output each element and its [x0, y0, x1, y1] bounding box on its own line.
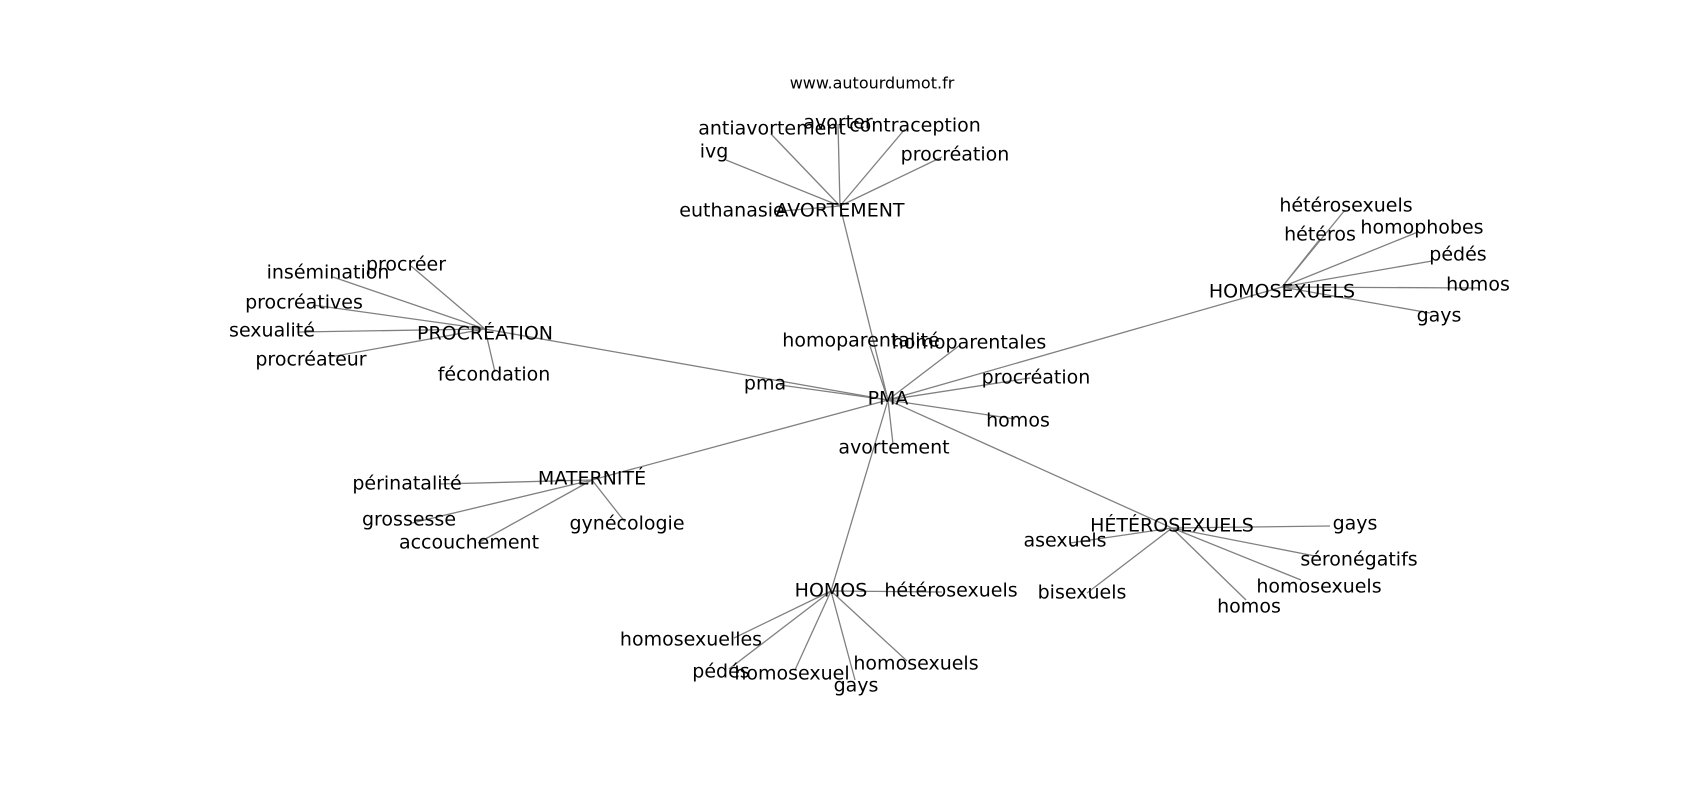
leaf-node-procreation: procréation [901, 144, 1010, 166]
edge-homosexuels-hub-heteros [1281, 238, 1321, 288]
hub-node-maternite: MATERNITÉ [538, 467, 646, 490]
edge-procreation-hub-sexualite [298, 328, 486, 333]
leaf-node-homosexuels: homosexuels [853, 653, 978, 675]
leaf-node-homophobes: homophobes [1360, 217, 1483, 239]
leaf-node-heteros: hétéros [1284, 224, 1356, 246]
edge-homos-hub-homosexuelles [733, 590, 832, 639]
edge-maternite-hub-grossesse [411, 479, 593, 524]
edge-center-heterosexuels-hub [887, 399, 1173, 529]
edge-center-homoparentalite [869, 345, 889, 401]
leaf-node-homosexuelles: homosexuelles [620, 629, 762, 651]
edge-maternite-hub-gynecologie [591, 479, 626, 523]
hub-node-heterosexuels: HÉTÉROSEXUELS [1090, 514, 1254, 537]
leaf-node-contraception: contraception [849, 115, 981, 137]
edge-homosexuels-hub-homophobes [1281, 231, 1419, 288]
edge-procreation-hub-procreatives [312, 304, 486, 330]
leaf-node-seronegatifs: séronégatifs [1300, 549, 1417, 571]
edge-heterosexuels-hub-asexuels [1069, 527, 1173, 544]
leaf-node-homoparentales: homoparentales [892, 332, 1047, 354]
edge-maternite-hub-accouchement [477, 479, 593, 544]
hub-node-procreation: PROCRÉATION [417, 322, 553, 345]
edge-center-procreation-hub [484, 328, 889, 401]
leaf-node-avorter: avorter [803, 112, 872, 134]
leaf-node-homosexuels: homosexuels [1256, 576, 1381, 598]
leaf-node-pma: pma [744, 373, 786, 395]
edge-avortement-hub-antiavortement [770, 133, 841, 207]
leaf-node-accouchement: accouchement [399, 532, 539, 554]
leaf-node-perinatalite: périnatalité [352, 473, 461, 495]
leaf-node-bisexuels: bisexuels [1038, 582, 1127, 604]
edge-homos-hub-gays [830, 590, 856, 681]
edge-heterosexuels-hub-seronegatifs [1171, 527, 1321, 558]
leaf-node-insemination: insémination [267, 262, 390, 284]
hub-node-homos: HOMOS [795, 580, 868, 602]
edge-procreation-hub-procreateur [329, 328, 486, 358]
edge-center-homos [887, 399, 1016, 420]
edge-center-homos-hub [830, 399, 889, 592]
leaf-node-gynecologie: gynécologie [569, 513, 684, 535]
leaf-node-sexualite: sexualité [229, 320, 315, 342]
leaf-node-homos: homos [986, 410, 1050, 432]
edge-homosexuels-hub-homos [1281, 286, 1480, 289]
leaf-node-gays: gays [1417, 305, 1462, 327]
edge-avortement-hub-procreation [839, 156, 943, 207]
leaf-node-asexuels: asexuels [1023, 530, 1106, 552]
leaf-node-homoparentalite: homoparentalité [782, 330, 939, 352]
edge-avortement-hub-avorter [837, 123, 841, 207]
edge-avortement-hub-contraception [839, 128, 906, 207]
edge-heterosexuels-hub-homosexuels [1171, 527, 1302, 581]
edge-maternite-hub-perinatalite [439, 479, 593, 485]
leaf-node-procreatives: procréatives [245, 292, 363, 314]
leaf-node-ivg: ivg [700, 141, 729, 163]
edge-heterosexuels-hub-gays [1171, 525, 1331, 529]
edge-avortement-hub-ivg [725, 159, 841, 207]
edge-center-pma [779, 384, 889, 401]
leaf-node-pedes: pédés [1429, 244, 1486, 266]
edge-center-maternite-hub [591, 399, 889, 481]
leaf-node-homos: homos [1446, 274, 1510, 296]
center-node: PMA [868, 388, 909, 410]
leaf-node-procreer: procréer [366, 254, 446, 276]
edge-procreation-hub-fecondation [484, 328, 496, 373]
edge-center-homosexuels-hub [887, 286, 1283, 401]
leaf-node-euthanasie: euthanasie [679, 200, 784, 222]
edge-homos-hub-homosexuel [794, 590, 832, 671]
leaf-node-pedes: pédés [692, 661, 749, 683]
edge-heterosexuels-hub-bisexuels [1086, 527, 1173, 594]
leaf-node-gays: gays [834, 675, 879, 697]
edge-homos-hub-heterosexuels [830, 590, 943, 593]
edge-center-avortement [887, 399, 894, 445]
leaf-node-avortement: avortement [838, 437, 949, 459]
leaf-node-antiavortement: antiavortement [698, 118, 846, 140]
edge-homosexuels-hub-pedes [1281, 260, 1433, 288]
edge-avortement-hub-euthanasie [781, 205, 841, 212]
leaf-node-fecondation: fécondation [438, 364, 551, 386]
edge-homosexuels-hub-gays [1281, 286, 1431, 314]
edge-procreation-hub-insemination [332, 276, 486, 330]
source-watermark: www.autourdumot.fr [790, 74, 955, 93]
edge-homos-hub-homosexuels [830, 590, 908, 662]
edge-center-homoparentales [887, 344, 961, 401]
leaf-node-grossesse: grossesse [362, 509, 456, 531]
leaf-node-heterosexuels: hétérosexuels [1279, 195, 1412, 217]
hub-node-avortement: AVORTEMENT [775, 200, 904, 222]
edge-procreation-hub-procreer [410, 265, 486, 330]
leaf-node-homosexuel: homosexuel [734, 663, 849, 685]
leaf-node-procreateur: procréateur [255, 349, 366, 371]
hub-node-homosexuels: HOMOSEXUELS [1209, 281, 1355, 303]
leaf-node-procreation: procréation [982, 367, 1091, 389]
leaf-node-gays: gays [1333, 513, 1378, 535]
leaf-node-homos: homos [1217, 596, 1281, 618]
edge-center-avortement-hub [839, 205, 889, 401]
leaf-node-heterosexuels: hétérosexuels [884, 580, 1017, 602]
edge-heterosexuels-hub-homos [1171, 527, 1247, 601]
edge-center-procreation [887, 377, 1031, 401]
edges-layer [298, 123, 1480, 681]
edge-homos-hub-pedes [728, 590, 832, 670]
